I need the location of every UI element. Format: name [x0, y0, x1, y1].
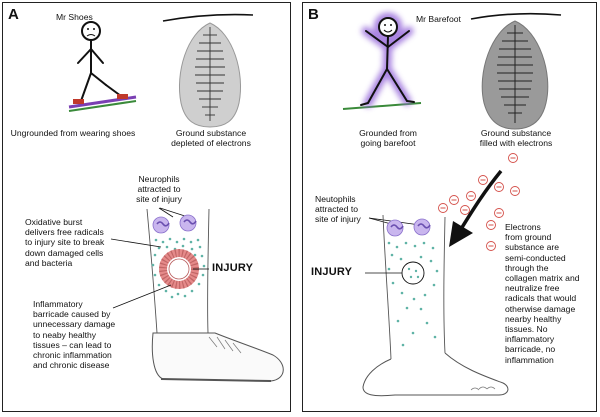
barricade-label: Inflammatory barricade caused by unneces…: [33, 299, 116, 371]
neutrophils-label: Neurophils attracted to site of injury: [136, 174, 182, 205]
panel-a-artwork: [68, 13, 284, 382]
panel-b-artwork: [342, 12, 562, 397]
mr-shoes-label: Mr Shoes: [56, 12, 93, 22]
injury-site: [168, 258, 190, 280]
ground-line: [68, 100, 137, 112]
collagen-fibers: [195, 27, 225, 121]
stick-figure-shoes: [77, 21, 122, 102]
collagen-fibers-filled: [497, 25, 533, 123]
stick-figure-barefoot: [360, 17, 415, 106]
ground-substance-connector-b: [470, 12, 562, 20]
panel-b-letter: B: [308, 6, 319, 23]
free-radical-dots: [151, 237, 206, 299]
electron-flow-arrow: [459, 169, 503, 230]
electrons-label: Electrons from ground substance are semi…: [505, 222, 580, 365]
filled-substance-caption: Ground substance filled with electrons: [479, 128, 553, 149]
injury-label-b: INJURY: [311, 266, 353, 278]
bare-foot: [362, 352, 509, 397]
right-shoe: [117, 94, 128, 99]
neutrophil-cell: [413, 218, 431, 236]
neutrophil-cell: [179, 214, 197, 232]
neutrophils-label-b: Neutophils attracted to site of injury: [315, 194, 361, 225]
oxidative-burst-label: Oxidative burst delivers free radicals t…: [25, 217, 105, 268]
leg-outline-barefoot: [382, 214, 446, 360]
leg-outline: [146, 208, 210, 334]
shoe: [151, 332, 284, 382]
injury-label-a: INJURY: [212, 262, 254, 274]
mr-barefoot-label: Mr Barefoot: [416, 14, 461, 24]
panel-a: A: [2, 2, 291, 412]
electron-flow-arrowhead: [449, 221, 473, 247]
panel-b: B: [302, 2, 597, 412]
left-shoe: [73, 99, 84, 104]
ground-substance-connector: [162, 13, 254, 22]
panel-a-letter: A: [8, 6, 19, 23]
ungrounded-caption: Ungrounded from wearing shoes: [10, 128, 136, 138]
grounded-caption: Grounded from going barefoot: [359, 128, 417, 149]
neutrophil-cell: [386, 219, 404, 237]
free-radical-dots-b: [387, 241, 439, 347]
depleted-substance-caption: Ground substance depleted of electrons: [171, 128, 251, 149]
neutrophil-cell: [152, 216, 170, 234]
injury-site-b: [401, 261, 425, 285]
